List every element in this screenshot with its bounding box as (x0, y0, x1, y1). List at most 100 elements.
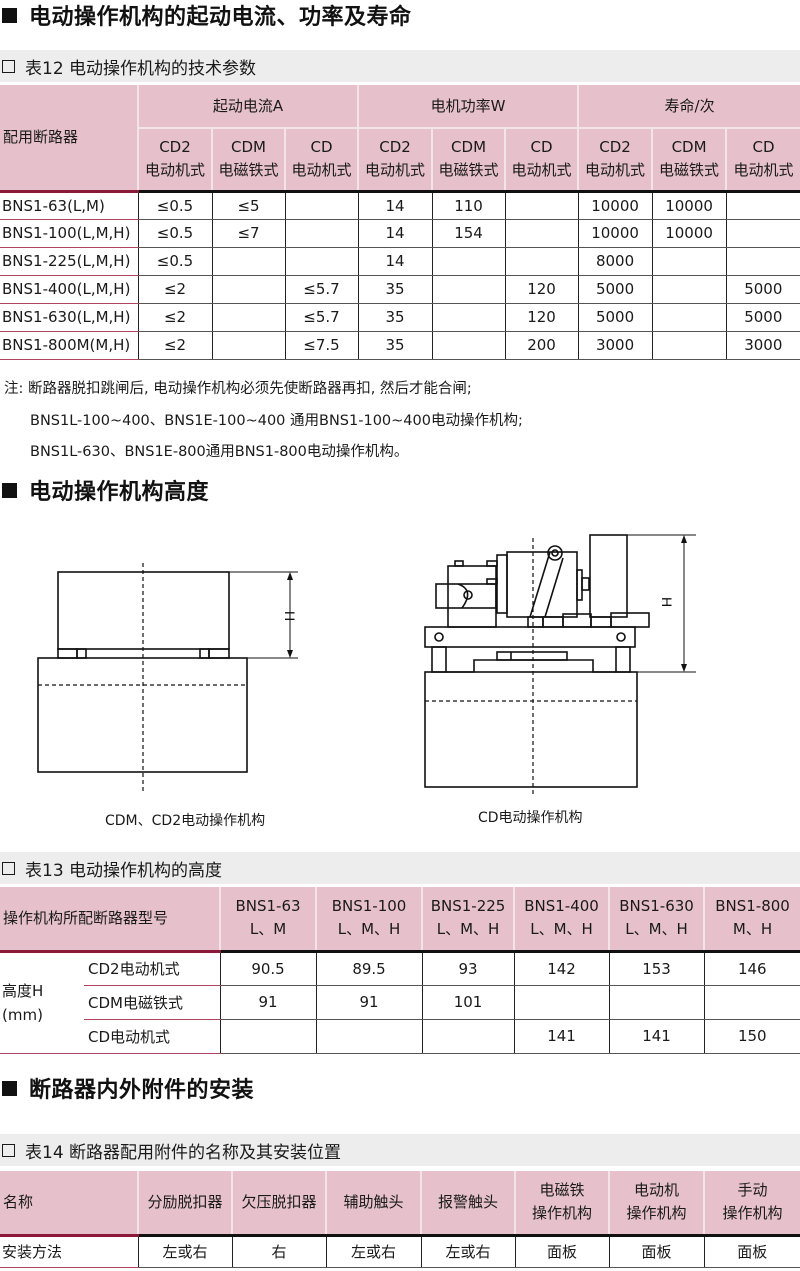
section-title-text: 电动操作机构高度 (29, 480, 210, 505)
table-cell (284, 219, 359, 248)
mechanism-type-cell: CD电动机式 (84, 1019, 221, 1054)
table-cell: 90.5 (219, 951, 317, 986)
table-cell: 14 (357, 219, 433, 248)
table-cell (725, 247, 800, 276)
table13-caption-text: 表13 电动操作机构的高度 (25, 860, 223, 881)
section-title-accessories: 断路器内外附件的安装 (0, 1073, 254, 1103)
table-cell: 左或右 (420, 1235, 515, 1268)
right-figure-caption: CD电动操作机构 (478, 810, 583, 826)
table-cell (284, 247, 359, 276)
table-cell: ≤5.7 (284, 275, 359, 304)
mechanism-type-cell: CD2电动机式 (84, 951, 221, 986)
table-cell: 101 (421, 985, 515, 1020)
table-cell: 10000 (651, 219, 727, 248)
section-title-height: 电动操作机构高度 (0, 475, 209, 505)
table12-row-header: 配用断路器 (0, 85, 138, 193)
group-startup-current: 起动电流A (136, 85, 359, 129)
table-cell: 200 (504, 331, 579, 360)
dimension-h-label: H (282, 611, 298, 621)
table-cell (421, 1019, 515, 1054)
table-cell: 154 (431, 219, 506, 248)
left-figure-caption: CDM、CD2电动操作机构 (105, 813, 266, 829)
table-cell: 153 (608, 951, 705, 986)
accessory-col-header: 分励脱扣器 (137, 1171, 232, 1237)
table-cell: 3000 (725, 331, 800, 360)
table-cell (651, 275, 727, 304)
table-cell: 14 (357, 247, 433, 276)
table-cell: 146 (703, 951, 800, 986)
table-cell: ≤7 (211, 219, 285, 248)
table-cell (703, 985, 800, 1020)
table-cell: 面板 (703, 1235, 800, 1268)
breaker-model-cell: BNS1-400(L,M,H) (0, 275, 138, 304)
breaker-model-cell: BNS1-63(L,M) (0, 191, 138, 220)
table-cell (608, 985, 705, 1020)
breaker-model-cell: BNS1-800M(M,H) (0, 331, 138, 360)
accessory-col-header: 欠压脱扣器 (231, 1171, 326, 1237)
table-cell: ≤7.5 (284, 331, 359, 360)
black-square-icon (2, 7, 17, 23)
table-cell (431, 303, 506, 332)
table-cell: 120 (504, 275, 579, 304)
accessory-col-header: 手动操作机构 (703, 1171, 800, 1237)
table-cell: 左或右 (325, 1235, 421, 1268)
table13-caption: 表13 电动操作机构的高度 (0, 852, 800, 884)
table-cell: 3000 (577, 331, 653, 360)
note-line-1: 注: 断路器脱扣跳闸后, 电动操作机构必须先使断路器再扣, 然后才能合闸; (4, 381, 472, 397)
table-cell: 142 (513, 951, 610, 986)
table13-header-label: 操作机构所配断路器型号 (0, 887, 221, 953)
dimension-h-label: H (659, 597, 675, 607)
table-cell: 91 (315, 985, 423, 1020)
breaker-model-cell: BNS1-225(L,M,H) (0, 247, 138, 276)
table-cell: 35 (357, 275, 433, 304)
table-cell: 110 (431, 191, 506, 220)
table-cell: 93 (421, 951, 515, 986)
section-title-text: 断路器内外附件的安装 (29, 1078, 255, 1103)
table-cell: 面板 (514, 1235, 609, 1268)
table-cell: 5000 (577, 275, 653, 304)
table14-caption-text: 表14 断路器配用附件的名称及其安装位置 (25, 1142, 342, 1163)
group-motor-power: 电机功率W (357, 85, 579, 129)
table-cell: 5000 (725, 303, 800, 332)
table-cell: 10000 (651, 191, 727, 220)
table-cell: ≤5 (211, 191, 285, 220)
table12-caption: 表12 电动操作机构的技术参数 (0, 50, 800, 82)
hollow-square-icon (2, 861, 15, 875)
hollow-square-icon (2, 59, 15, 73)
table-cell (513, 985, 610, 1020)
black-square-icon (2, 1080, 17, 1096)
row-label-install-method: 安装方法 (0, 1235, 138, 1268)
table-cell: 10000 (577, 219, 653, 248)
accessory-col-header: 报警触头 (420, 1171, 515, 1237)
row-group-label-height-mm: 高度H(mm) (0, 951, 84, 1054)
table-cell (284, 191, 359, 220)
table-cell: 141 (513, 1019, 610, 1054)
table14-header-label: 名称 (0, 1171, 138, 1237)
table-cell (725, 219, 800, 248)
table-cell: 右 (231, 1235, 326, 1268)
table-cell (211, 247, 285, 276)
table-cell: 91 (219, 985, 317, 1020)
table-cell: 14 (357, 191, 433, 220)
table-cell: ≤5.7 (284, 303, 359, 332)
table-cell (431, 275, 506, 304)
table-cell: ≤2 (137, 303, 212, 332)
accessory-col-header: 辅助触头 (325, 1171, 421, 1237)
section-title-text: 电动操作机构的起动电流、功率及寿命 (29, 5, 412, 30)
